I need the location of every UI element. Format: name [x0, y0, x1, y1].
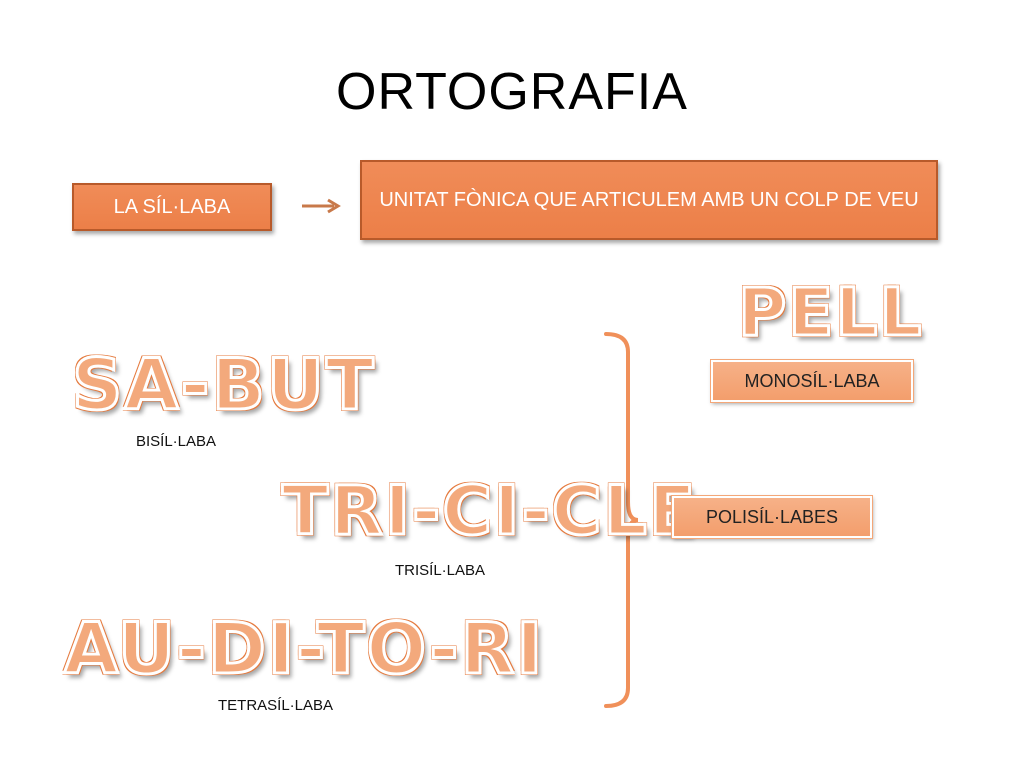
definition-box: UNITAT FÒNICA QUE ARTICULEM AMB UN COLP …	[360, 160, 938, 240]
polysyllable-label: POLISÍL·LABES	[705, 506, 839, 527]
word-auditori: AU-DI-TO-RI	[62, 608, 545, 690]
trisyllable-label: TRISÍL·LABA	[395, 562, 486, 579]
word-sabut: SA-BUT	[71, 344, 376, 426]
right-brace-icon	[604, 332, 639, 708]
word-tricicle: TRI-CI-CLE	[280, 472, 698, 551]
page-title: ORTOGRAFIA	[336, 63, 688, 121]
definition-text: UNITAT FÒNICA QUE ARTICULEM AMB UN COLP …	[379, 189, 919, 211]
bisyllable-label: BISÍL·LABA	[136, 433, 217, 450]
word-pell: PELL	[737, 274, 924, 351]
monosyllable-label: MONOSÍL·LABA	[744, 370, 880, 391]
polysyllable-box: POLISÍL·LABES	[671, 495, 873, 539]
term-box: LA SÍL·LABA	[72, 183, 272, 231]
term-label: LA SÍL·LABA	[113, 195, 231, 218]
arrow-right-icon	[302, 198, 341, 214]
tetrasyllable-label: TETRASÍL·LABA	[218, 697, 334, 714]
monosyllable-box: MONOSÍL·LABA	[710, 359, 914, 403]
